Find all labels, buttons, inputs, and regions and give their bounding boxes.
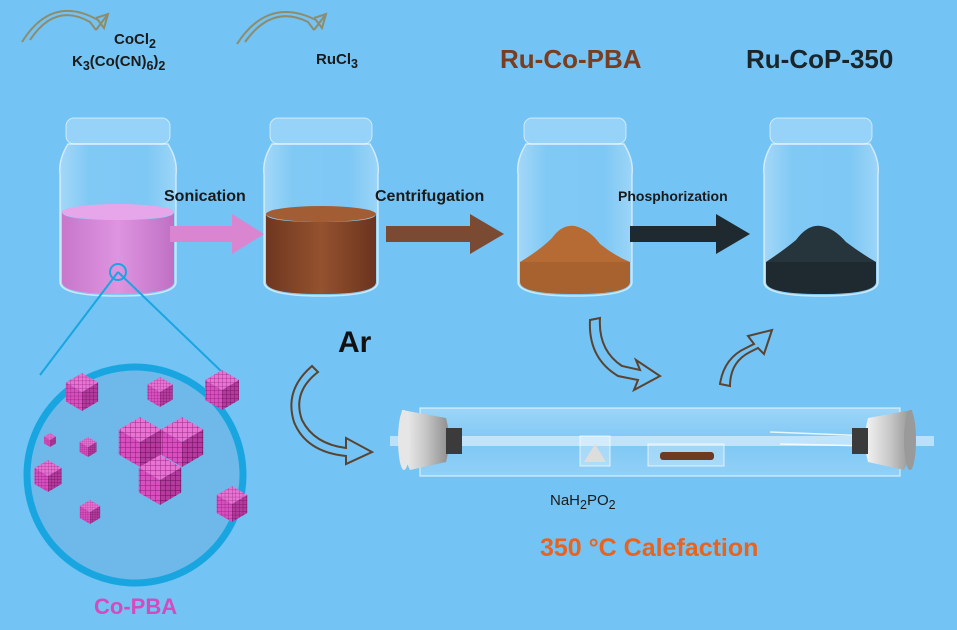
product-ru-cop-350: Ru-CoP-350 (746, 44, 894, 74)
step-sonication: Sonication (164, 188, 246, 205)
jar-ru-co-pba-powder (516, 117, 634, 297)
reagent-rucl3: RuCl3 (316, 51, 358, 71)
step-centrifugation: Centrifugation (375, 188, 485, 205)
calefaction-label: 350 °C Calefaction (540, 534, 759, 562)
arrow-to-furnace (588, 316, 662, 393)
reagent-arrow-2 (236, 11, 328, 45)
tube-furnace (390, 407, 934, 477)
jar-co-pba-solution (58, 117, 178, 297)
centrifugation-arrow (386, 214, 504, 254)
arrow-from-furnace (718, 328, 774, 388)
step-phosphorization: Phosphorization (618, 188, 728, 204)
sonication-arrow (170, 214, 264, 254)
gas-ar-label: Ar (338, 326, 372, 359)
jar-ru-cop-350-powder (762, 117, 880, 297)
co-pba-inset (23, 263, 248, 587)
co-pba-label: Co-PBA (94, 594, 178, 619)
reagent-arrow-1 (21, 10, 110, 43)
reagent-cocl2: CoCl2 (114, 31, 156, 51)
product-ru-co-pba: Ru-Co-PBA (500, 44, 642, 74)
phosphorization-arrow (630, 214, 750, 254)
reagent-k3co-cn6: K3(Co(CN)6)2 (72, 53, 166, 73)
ar-flow-arrow (290, 364, 375, 466)
nah2po2-label: NaH2PO2 (550, 492, 616, 512)
jar-ru-solution (262, 117, 380, 297)
